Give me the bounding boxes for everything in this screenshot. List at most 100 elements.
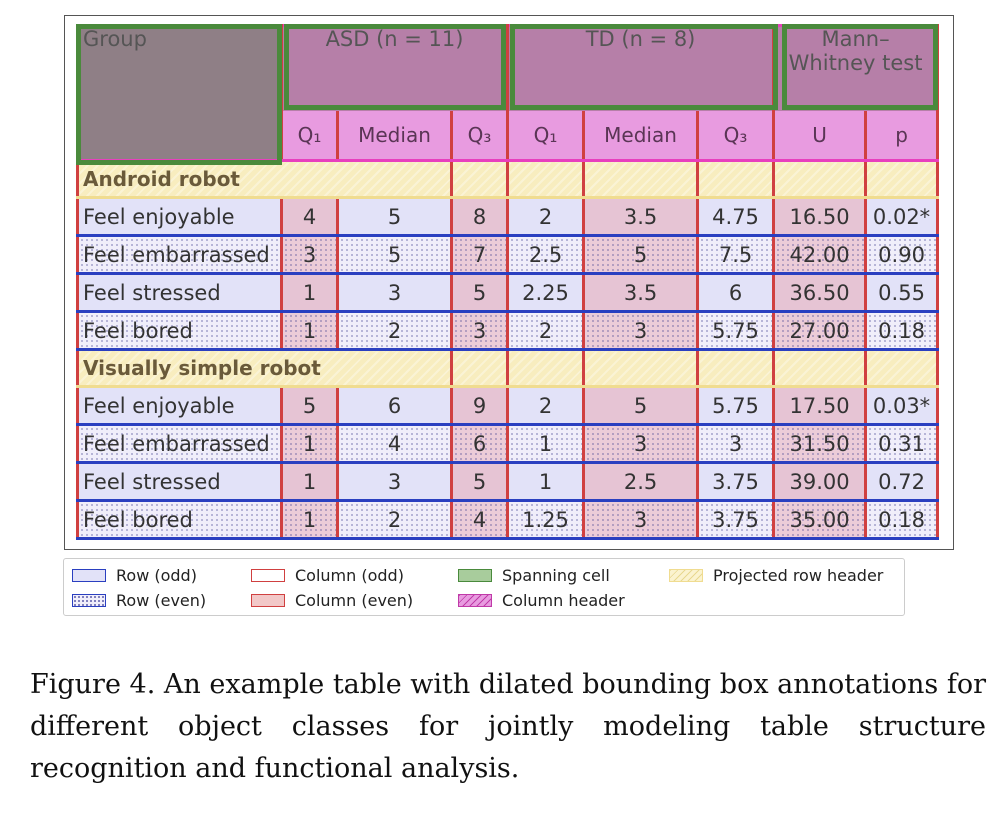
swatch-column-odd xyxy=(251,569,285,582)
table-cell: 0.03* xyxy=(864,385,940,426)
projected-row-header: Android robot xyxy=(76,159,940,199)
table-cell: 3.75 xyxy=(696,499,776,540)
column-subheader: Median xyxy=(336,111,453,162)
group-header: Group xyxy=(76,24,283,111)
table-cell: 3 xyxy=(336,461,453,502)
table-cell: 39.00 xyxy=(772,461,868,502)
table-cell: 5 xyxy=(449,272,510,313)
table-cell: 2 xyxy=(506,196,586,237)
table-cell: 6 xyxy=(336,385,453,426)
row-label: Feel bored xyxy=(76,499,283,540)
legend-column-header-label: Column header xyxy=(502,591,625,610)
swatch-row-odd xyxy=(72,569,106,582)
mann-whitney-line1: Mann– xyxy=(821,27,890,51)
mann-whitney-line2: Whitney test xyxy=(788,51,923,75)
table-cell: 0.18 xyxy=(864,499,940,540)
table-cell: 9 xyxy=(449,385,510,426)
section-empty-cell xyxy=(696,348,776,388)
table-cell: 1 xyxy=(280,423,339,464)
section-empty-cell xyxy=(506,348,586,388)
legend-row-even: Row (even) xyxy=(72,591,206,610)
group-header-blank xyxy=(76,111,283,162)
table-cell: 5.75 xyxy=(696,310,776,351)
section-empty-cell xyxy=(772,159,868,199)
table-cell: 2.5 xyxy=(506,234,586,275)
table-cell: 36.50 xyxy=(772,272,868,313)
table-cell: 3.5 xyxy=(582,196,700,237)
data-table: Group ASD (n = 11) TD (n = 8) Mann– Whit… xyxy=(76,24,940,540)
legend-column-header: Column header xyxy=(458,591,625,610)
table-cell: 1 xyxy=(280,461,339,502)
legend-column-even-label: Column (even) xyxy=(295,591,414,610)
table-cell: 27.00 xyxy=(772,310,868,351)
section-empty-cell xyxy=(772,348,868,388)
table-cell: 3 xyxy=(582,310,700,351)
td-header: TD (n = 8) xyxy=(506,24,776,111)
table-cell: 7 xyxy=(449,234,510,275)
figure-caption: Figure 4. An example table with dilated … xyxy=(30,669,986,784)
table-cell: 1.25 xyxy=(506,499,586,540)
swatch-spanning-cell xyxy=(458,569,492,582)
table-cell: 5 xyxy=(336,234,453,275)
row-label: Feel enjoyable xyxy=(76,196,283,237)
legend-row-even-label: Row (even) xyxy=(116,591,207,610)
section-empty-cell xyxy=(582,159,700,199)
table-cell: 3 xyxy=(582,499,700,540)
table-cell: 5 xyxy=(582,234,700,275)
section-empty-cell xyxy=(449,159,510,199)
table-cell: 4 xyxy=(449,499,510,540)
table-cell: 16.50 xyxy=(772,196,868,237)
table-cell: 0.18 xyxy=(864,310,940,351)
mann-whitney-header: Mann– Whitney test xyxy=(772,24,940,111)
column-subheader: Q₃ xyxy=(449,111,510,162)
table-cell: 5 xyxy=(280,385,339,426)
swatch-projected-row-header xyxy=(669,569,703,582)
table-cell: 3.75 xyxy=(696,461,776,502)
projected-row-header: Visually simple robot xyxy=(76,348,940,388)
legend-projected-row-header: Projected row header xyxy=(669,566,883,585)
table-cell: 8 xyxy=(449,196,510,237)
row-label: Feel enjoyable xyxy=(76,385,283,426)
table-cell: 3 xyxy=(336,272,453,313)
table-cell: 2.5 xyxy=(582,461,700,502)
table-cell: 1 xyxy=(506,423,586,464)
row-label: Feel embarrassed xyxy=(76,234,283,275)
table-cell: 1 xyxy=(506,461,586,502)
column-subheader: U xyxy=(772,111,868,162)
section-empty-cell xyxy=(449,348,510,388)
section-title: Visually simple robot xyxy=(76,348,453,388)
header-row-top: Group ASD (n = 11) TD (n = 8) Mann– Whit… xyxy=(76,24,940,111)
table-cell: 4 xyxy=(280,196,339,237)
table-cell: 2 xyxy=(506,310,586,351)
table-cell: 6 xyxy=(449,423,510,464)
table-cell: 0.72 xyxy=(864,461,940,502)
section-empty-cell xyxy=(506,159,586,199)
table-cell: 6 xyxy=(696,272,776,313)
section-title: Android robot xyxy=(76,159,453,199)
table-cell: 1 xyxy=(280,272,339,313)
table-cell: 35.00 xyxy=(772,499,868,540)
table-cell: 4.75 xyxy=(696,196,776,237)
table-cell: 1 xyxy=(280,499,339,540)
legend-column-odd-label: Column (odd) xyxy=(295,566,404,585)
table-cell: 2.25 xyxy=(506,272,586,313)
table-cell: 7.5 xyxy=(696,234,776,275)
table-cell: 42.00 xyxy=(772,234,868,275)
section-empty-cell xyxy=(864,159,940,199)
table-cell: 3 xyxy=(280,234,339,275)
legend-spanning-cell-label: Spanning cell xyxy=(502,566,610,585)
legend-column-odd: Column (odd) xyxy=(251,566,404,585)
table-cell: 5 xyxy=(582,385,700,426)
section-empty-cell xyxy=(696,159,776,199)
swatch-column-even xyxy=(251,594,285,607)
legend-spanning-cell: Spanning cell xyxy=(458,566,610,585)
table-cell: 3 xyxy=(696,423,776,464)
table-cell: 5 xyxy=(336,196,453,237)
